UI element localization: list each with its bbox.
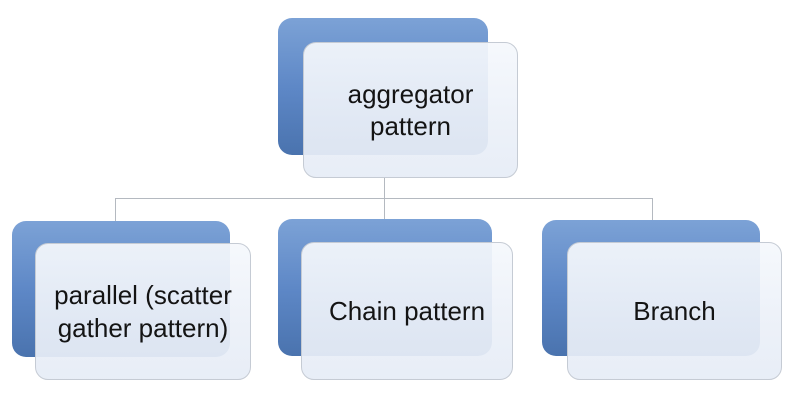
connector-root-drop [384,178,385,199]
root-node-box: aggregator pattern [303,42,518,178]
child-node-branch-box: Branch [567,242,782,380]
child-node-parallel-label: parallel (scatter gather pattern) [54,280,232,343]
root-node-label: aggregator pattern [347,78,474,142]
connector-left-drop [115,198,116,223]
connector-right-drop [652,198,653,222]
child-node-chain-label: Chain pattern [328,295,486,326]
child-node-parallel-box: parallel (scatter gather pattern) [35,243,251,380]
connector-middle-drop [384,198,385,221]
child-node-branch-label: Branch [633,295,716,326]
child-node-chain-box: Chain pattern [301,242,513,380]
